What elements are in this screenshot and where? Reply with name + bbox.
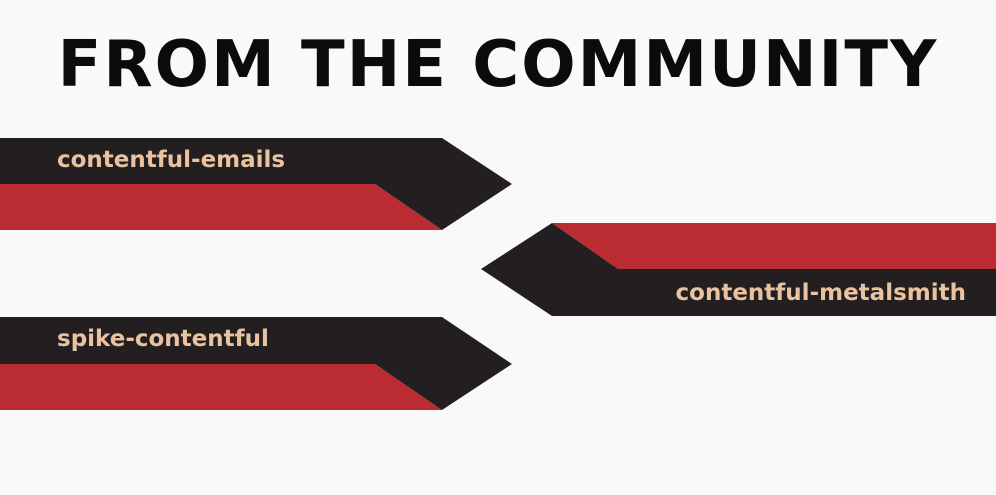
banner-contentful-metalsmith[interactable]: [481, 223, 996, 316]
banner-spike-contentful[interactable]: [0, 317, 512, 410]
banner-dark-arrow: [0, 138, 512, 230]
banner-red-stripe: [0, 184, 442, 230]
banner-dark-arrow: [0, 317, 512, 410]
banner-red-stripe: [552, 223, 996, 269]
banner-label-contentful-emails[interactable]: contentful-emails: [57, 147, 286, 173]
banner-contentful-emails[interactable]: [0, 138, 512, 230]
banner-label-contentful-metalsmith[interactable]: contentful-metalsmith: [675, 280, 966, 306]
banner-label-spike-contentful[interactable]: spike-contentful: [57, 326, 269, 352]
page-title: FROM THE COMMUNITY: [57, 28, 939, 102]
banner-dark-arrow: [481, 223, 996, 316]
banner-red-stripe: [0, 364, 442, 410]
